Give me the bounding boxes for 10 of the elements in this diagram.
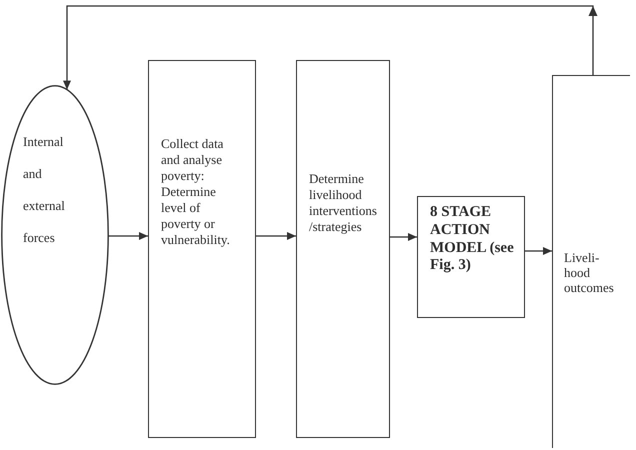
node-label: 8 STAGE ACTION MODEL (see Fig. 3) bbox=[430, 204, 515, 276]
model-box bbox=[417, 196, 525, 318]
process-box bbox=[148, 60, 256, 438]
node-label: Internal and external forces bbox=[23, 133, 66, 247]
oval-node bbox=[1, 85, 109, 385]
process-box bbox=[296, 60, 390, 438]
node-label: Determine livelihood interventions /strategies bbox=[309, 171, 378, 235]
node-label: Liveli- hood outcomes bbox=[564, 250, 615, 295]
outcome-panel bbox=[552, 75, 630, 448]
node-label: Collect data and analyse poverty: Determine level of poverty or vulnerability. bbox=[161, 136, 231, 248]
